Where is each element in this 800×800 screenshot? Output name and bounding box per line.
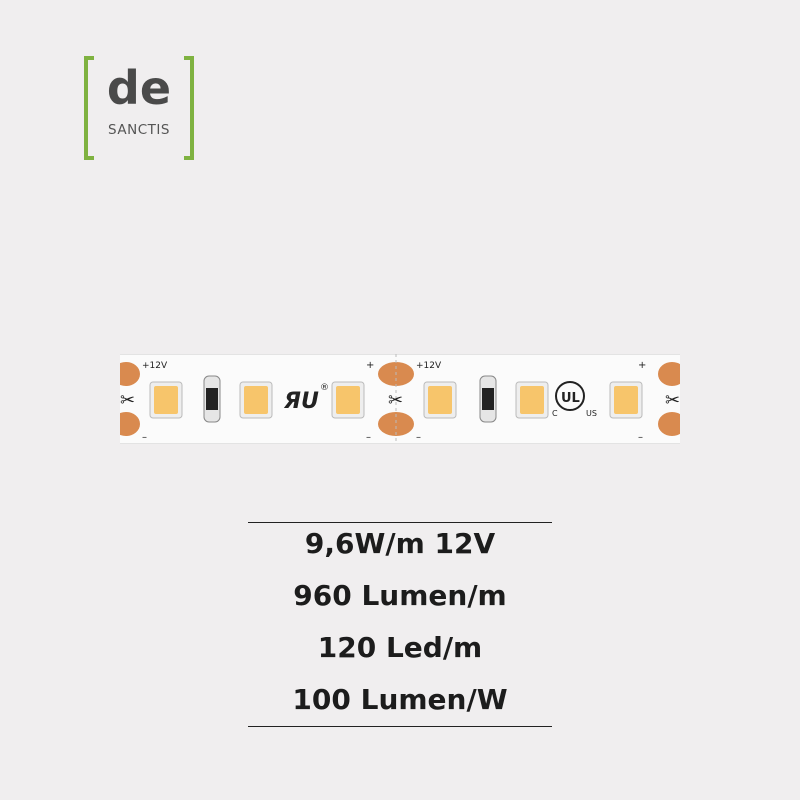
led-chip xyxy=(239,381,273,419)
ur-mark-icon: ЯU xyxy=(283,389,319,414)
svg-text:UL: UL xyxy=(561,391,580,406)
logo-left-bracket xyxy=(84,56,94,160)
led-chip xyxy=(149,381,183,419)
spec-led-per-meter: 120 Led/m xyxy=(317,631,483,664)
led-chip xyxy=(423,381,457,419)
svg-text:–: – xyxy=(142,432,147,443)
svg-text:–: – xyxy=(366,432,371,443)
voltage-label: +12V xyxy=(142,361,168,371)
scissors-icon: ✂ xyxy=(388,390,403,411)
svg-text:US: US xyxy=(586,409,597,418)
voltage-label: +12V xyxy=(416,361,442,371)
logo-mark: de xyxy=(106,61,172,115)
bottom-rule xyxy=(248,726,552,727)
logo-right-bracket xyxy=(184,56,194,160)
resistor xyxy=(203,375,221,423)
svg-text:–: – xyxy=(416,432,421,443)
led-chip xyxy=(331,381,365,419)
led-chip xyxy=(609,381,643,419)
led-strip-image: ✂ ✂ ✂ +12V +12V + + – – – – xyxy=(120,354,680,444)
led-strip-graphic: ✂ ✂ ✂ +12V +12V + + – – – – xyxy=(120,354,680,444)
svg-text:–: – xyxy=(638,432,643,443)
svg-text:+: + xyxy=(366,360,374,371)
led-chip xyxy=(515,381,549,419)
svg-text:®: ® xyxy=(320,383,329,393)
svg-text:C: C xyxy=(552,409,558,418)
spec-efficacy: 100 Lumen/W xyxy=(292,683,508,716)
spec-power: 9,6W/m 12V xyxy=(304,527,496,560)
resistor xyxy=(479,375,497,423)
top-rule xyxy=(248,522,552,523)
copper-pad-right xyxy=(658,362,680,436)
spec-lumen-per-meter: 960 Lumen/m xyxy=(293,579,507,612)
copper-pad-left xyxy=(120,362,140,436)
brand-logo: de SANCTIS xyxy=(84,56,194,162)
logo-name: SANCTIS xyxy=(108,122,170,138)
svg-text:+: + xyxy=(638,360,646,371)
spec-block: 9,6W/m 12V 960 Lumen/m 120 Led/m 100 Lum… xyxy=(248,522,552,727)
ul-mark-icon: UL C US xyxy=(552,381,597,418)
scissors-icon: ✂ xyxy=(665,390,680,411)
scissors-icon: ✂ xyxy=(120,390,135,411)
